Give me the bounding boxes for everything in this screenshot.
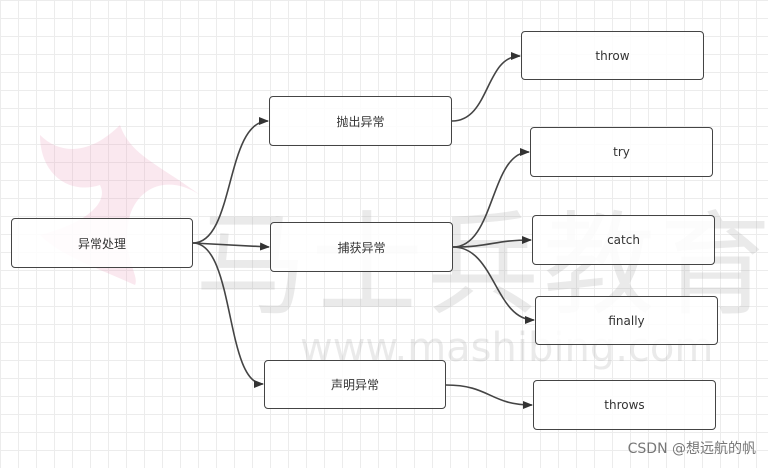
node-throw[interactable]: throw — [521, 31, 704, 80]
edge-catch-group-finally — [452, 246, 535, 324]
edge-root-throw-group — [192, 117, 269, 244]
node-catch-group[interactable]: 捕获异常 — [270, 222, 453, 272]
node-label: 异常处理 — [77, 236, 126, 251]
edge-catch-group-catch — [452, 236, 532, 248]
node-label: throw — [595, 48, 630, 63]
node-finally[interactable]: finally — [535, 296, 718, 345]
node-label: 捕获异常 — [337, 240, 386, 255]
edge-root-declare-group — [192, 242, 264, 388]
node-catch[interactable]: catch — [532, 215, 715, 265]
edge-declare-group-throws — [445, 384, 533, 409]
node-label: throws — [604, 398, 645, 412]
node-label: 声明异常 — [330, 378, 379, 392]
node-root[interactable]: 异常处理 — [11, 218, 193, 268]
node-throws[interactable]: throws — [533, 380, 716, 430]
node-label: finally — [608, 313, 645, 328]
node-label: 抛出异常 — [336, 114, 385, 129]
node-label: try — [613, 145, 630, 159]
node-throw-group[interactable]: 抛出异常 — [269, 96, 452, 146]
edge-root-catch-group — [192, 242, 270, 251]
node-label: catch — [607, 233, 640, 247]
node-declare-group[interactable]: 声明异常 — [264, 360, 446, 409]
node-try[interactable]: try — [530, 127, 713, 177]
edge-throw-group-throw — [451, 52, 521, 122]
credit-text: CSDN @想远航的帆 — [627, 441, 756, 457]
edge-catch-group-try — [452, 148, 530, 248]
